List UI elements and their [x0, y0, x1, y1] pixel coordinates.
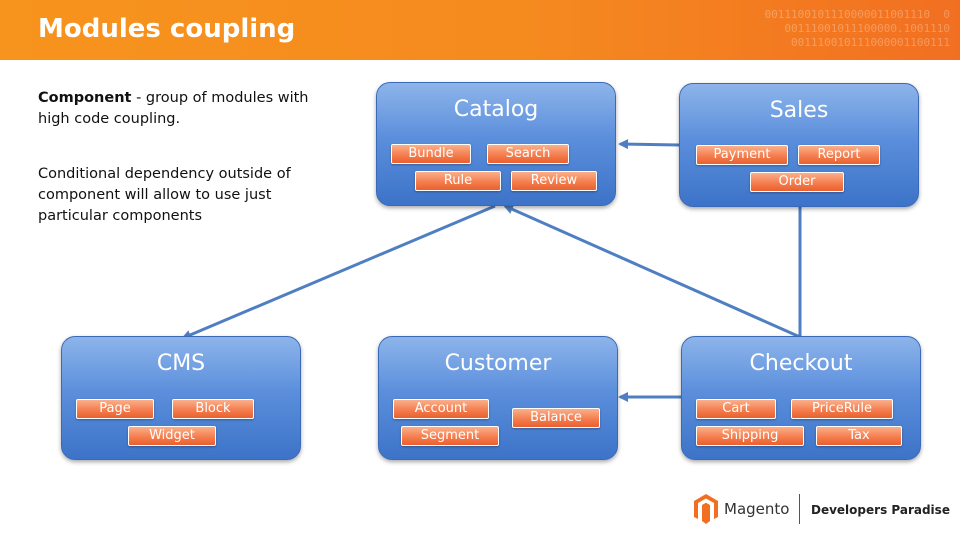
module-tag: Account [393, 399, 489, 419]
binary-pattern: 0011100101110000011001110 0 001110010111… [764, 8, 950, 49]
module-tag: Payment [696, 145, 788, 165]
component-title: Catalog [453, 97, 539, 122]
arrow-checkout-to-catalog [503, 204, 801, 339]
module-tag: Block [172, 399, 254, 419]
component-sales: Sales Payment Report Order [679, 83, 919, 207]
module-tag: Shipping [696, 426, 804, 446]
module-tag: Order [750, 172, 844, 192]
component-customer: Customer Account Balance Segment [378, 336, 618, 460]
component-catalog: Catalog Bundle Search Rule Review [376, 82, 616, 206]
slide-title: Modules coupling [38, 14, 296, 44]
arrow-sales-to-catalog [618, 139, 680, 150]
component-definition-text: - group of modules with high code coupli… [38, 90, 309, 127]
component-title: Customer [444, 351, 552, 376]
module-tag: Widget [128, 426, 216, 446]
component-term: Component [38, 90, 132, 106]
module-tag: Tax [816, 426, 902, 446]
conditional-dependency-note: Conditional dependency outside of compon… [38, 166, 291, 224]
header-bar: 0011100101110000011001110 0 001110010111… [0, 0, 960, 60]
arrow-catalog-to-cms [181, 204, 496, 340]
module-tag: Rule [415, 171, 501, 191]
footer-divider [799, 494, 800, 524]
module-tag: Search [487, 144, 569, 164]
module-tag: Bundle [391, 144, 471, 164]
magento-wordmark: Magento [724, 500, 790, 518]
module-tag: Balance [512, 408, 600, 428]
module-tag: PriceRule [791, 399, 893, 419]
module-tag: Page [76, 399, 154, 419]
module-tag: Cart [696, 399, 776, 419]
component-cms: CMS Page Block Widget [61, 336, 301, 460]
magento-logo-icon [694, 494, 718, 524]
module-tag: Review [511, 171, 597, 191]
component-definition: Component - group of modules with high c… [38, 88, 328, 130]
module-tag: Report [798, 145, 880, 165]
footer-tagline: Developers Paradise [811, 503, 950, 517]
component-title: CMS [156, 351, 206, 376]
component-title: Checkout [749, 351, 853, 376]
module-tag: Segment [401, 426, 499, 446]
component-title: Sales [769, 98, 829, 123]
component-checkout: Checkout Cart PriceRule Shipping Tax [681, 336, 921, 460]
